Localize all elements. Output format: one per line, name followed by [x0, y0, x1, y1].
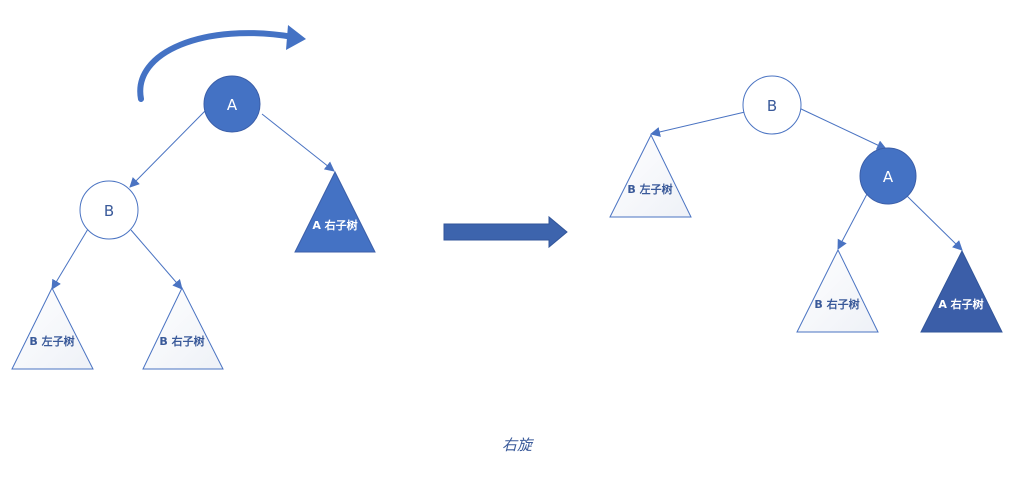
diagram-caption: 右旋	[502, 436, 535, 454]
right-node-a: A	[859, 147, 917, 205]
edge-b-to-b-left-subtree	[51, 228, 89, 290]
left-node-b: B	[79, 180, 139, 240]
edge-a-to-b	[129, 110, 206, 188]
left-node-a: A	[203, 75, 261, 133]
left-a-right-subtree-label: A 右子树	[312, 218, 357, 232]
edge-a-to-a-right-subtree	[261, 113, 335, 172]
left-b-right-subtree-label: B 右子树	[159, 334, 204, 348]
left-b-right-subtree: B 右子树	[142, 286, 224, 370]
right-node-b: B	[742, 75, 802, 135]
edge-a-to-a-right-subtree-right	[905, 194, 963, 251]
edge-b-to-a-right	[798, 107, 887, 150]
edge-a-to-b-right-subtree-right	[837, 193, 868, 250]
right-b-left-subtree-label: B 左子树	[627, 182, 672, 196]
right-a-right-subtree-label: A 右子树	[938, 297, 983, 311]
right-b-left-subtree: B 左子树	[609, 133, 692, 218]
left-b-left-subtree-label: B 左子树	[29, 334, 74, 348]
left-node-b-label: B	[104, 202, 114, 220]
right-a-right-subtree: A 右子树	[920, 249, 1003, 333]
transition-arrow	[443, 215, 568, 249]
right-b-right-subtree-label: B 右子树	[814, 297, 859, 311]
edge-b-to-b-right-subtree	[130, 229, 183, 290]
left-a-right-subtree: A 右子树	[294, 170, 376, 253]
edge-b-to-b-left-subtree-right	[650, 111, 746, 137]
rotation-curved-arrow	[137, 25, 306, 102]
left-b-left-subtree: B 左子树	[11, 286, 94, 370]
right-b-right-subtree: B 右子树	[796, 248, 879, 333]
right-node-a-label: A	[883, 168, 894, 186]
left-node-a-label: A	[227, 96, 238, 114]
right-node-b-label: B	[767, 97, 777, 115]
